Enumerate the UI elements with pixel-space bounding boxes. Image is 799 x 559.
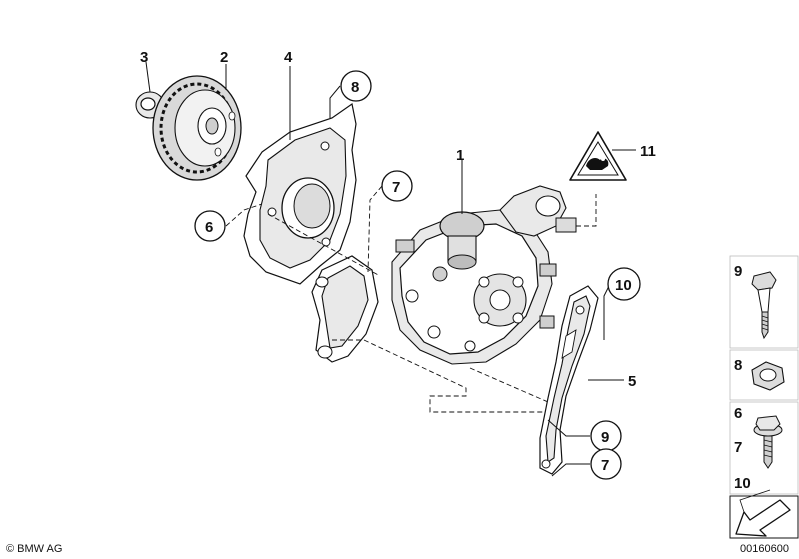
part-11-warning-label <box>569 131 627 181</box>
leader-8 <box>329 85 341 118</box>
leader-3 <box>145 61 151 93</box>
support-bracket <box>311 255 379 363</box>
callout-7b: 7 <box>601 457 609 474</box>
callout-10-circle <box>607 267 641 301</box>
callout-2: 2 <box>220 49 228 66</box>
side-label-nut: 8 <box>734 357 742 374</box>
side-label-bolt: 9 <box>734 263 742 280</box>
part-2-gear <box>152 75 242 181</box>
callout-7b-circle <box>590 448 622 480</box>
side-label-screw-6: 6 <box>734 405 742 422</box>
callout-11: 11 <box>640 143 656 160</box>
hex-nut-icon <box>751 361 785 391</box>
side-box-nut <box>729 349 799 401</box>
callout-5: 5 <box>628 373 636 390</box>
diagram-id: 00160600 <box>740 543 789 555</box>
leader-9 <box>547 419 590 437</box>
guide-line-a <box>267 213 381 277</box>
guide-line-sensor <box>576 194 597 227</box>
callout-3: 3 <box>140 49 148 66</box>
part-5-bracket <box>539 285 599 475</box>
part-1-high-pressure-pump <box>391 185 577 365</box>
side-label-screw-7: 7 <box>734 439 742 456</box>
leader-6 <box>225 203 263 227</box>
high-pressure-warning-triangle-icon <box>586 157 609 170</box>
callout-9: 9 <box>601 429 609 446</box>
callout-1: 1 <box>456 147 464 164</box>
side-panel: 9 8 6 7 10 <box>729 255 799 539</box>
bolt-icon <box>751 271 777 340</box>
guide-line-c <box>469 367 549 403</box>
direction-arrow-icon <box>735 489 791 537</box>
callout-6-circle <box>194 210 226 242</box>
leader-7b <box>551 463 590 477</box>
callout-10: 10 <box>615 277 632 294</box>
leader-7a <box>367 185 383 273</box>
callout-7a-circle <box>381 170 413 202</box>
side-label-screw-10: 10 <box>734 475 751 492</box>
guide-line-b <box>332 339 546 413</box>
copyright-text: © BMW AG <box>6 543 62 555</box>
callout-8: 8 <box>351 79 359 96</box>
callout-7a: 7 <box>392 179 400 196</box>
part-4-flange <box>243 102 357 285</box>
flange-screw-icon <box>753 415 783 469</box>
leader-10 <box>603 283 611 340</box>
callout-8-circle <box>340 70 372 102</box>
callout-6: 6 <box>205 219 213 236</box>
callout-4: 4 <box>284 49 293 66</box>
